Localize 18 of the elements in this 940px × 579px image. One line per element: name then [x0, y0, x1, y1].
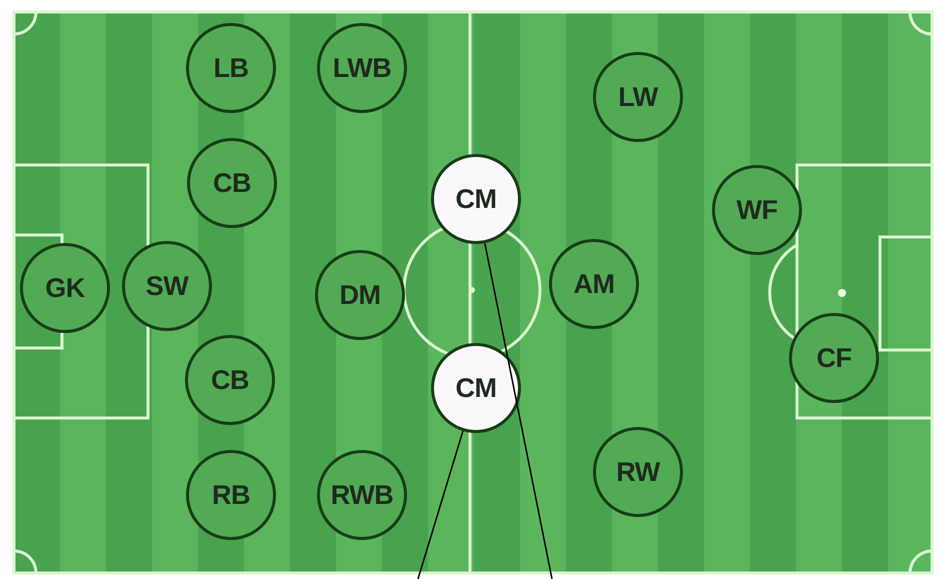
- position-label: LW: [618, 82, 658, 112]
- position-label: GK: [45, 272, 85, 304]
- position-label: CB: [213, 168, 251, 198]
- position-label: LB: [214, 52, 248, 84]
- position-label: CB: [211, 364, 249, 396]
- position-label: DM: [340, 280, 380, 310]
- position-label: WF: [736, 194, 778, 226]
- position-label: CF: [816, 342, 852, 374]
- position-label: RB: [212, 480, 250, 510]
- position-label: SW: [146, 270, 188, 302]
- position-label: RW: [616, 456, 660, 488]
- position-label: RWB: [330, 480, 394, 510]
- position-label: AM: [574, 268, 614, 300]
- leader-line: [417, 430, 464, 579]
- position-label: CM: [456, 372, 496, 404]
- position-label: CM: [456, 184, 496, 214]
- leader-line: [484, 242, 553, 579]
- position-label: LWB: [332, 52, 392, 84]
